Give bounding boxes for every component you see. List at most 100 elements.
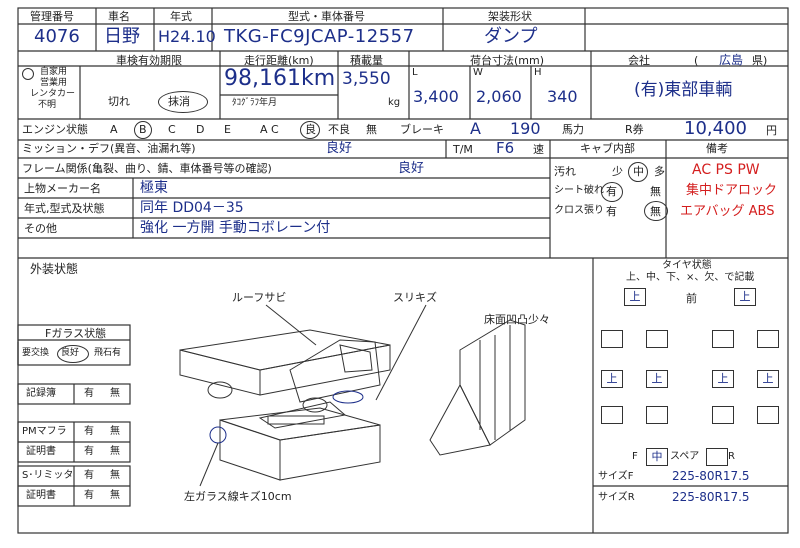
capacity-label: 積載量 xyxy=(350,54,383,67)
dim-width: 2,060 xyxy=(476,87,522,106)
fglass-good-circle xyxy=(57,345,89,363)
record-book-yes: 有 xyxy=(84,388,94,399)
engine-label: エンジン状態 xyxy=(22,123,88,136)
grade-d: D xyxy=(196,123,205,136)
frame-value: 良好 xyxy=(398,161,425,176)
annot-floor: 床面凹凸少々 xyxy=(484,313,550,326)
fglass-replace: 要交換 xyxy=(22,348,50,358)
spare-label: スペア xyxy=(670,451,700,462)
tire-fl: 上 xyxy=(624,288,646,306)
cab-cloth-yes: 有 xyxy=(606,205,617,218)
upper-other-label: その他 xyxy=(24,222,57,235)
dim-length: 3,400 xyxy=(413,87,459,106)
pm-cert-no: 無 xyxy=(110,446,120,457)
capacity-unit: kg xyxy=(388,97,401,108)
tire-fr: 上 xyxy=(734,288,756,306)
mission-label: ミッション・デフ(異音、油漏れ等) xyxy=(22,142,196,155)
tire-front-label: 前 xyxy=(686,292,697,305)
kanri-value: 4076 xyxy=(34,26,80,47)
dim-height: 340 xyxy=(547,87,578,106)
exterior-label: 外装状態 xyxy=(30,262,79,276)
cab-dirt-circle xyxy=(628,162,648,182)
pref-open: ( xyxy=(694,54,699,67)
annot-glass: 左ガラス線キズ10cm xyxy=(184,490,292,503)
tire-spare-f: 中 xyxy=(646,448,668,466)
body-label: 架装形状 xyxy=(488,10,532,23)
cab-seat-no: 無 xyxy=(650,185,661,198)
r-label: R券 xyxy=(625,123,644,136)
dim-letter-l: L xyxy=(412,67,418,78)
cab-cloth-circle xyxy=(644,201,668,221)
grade-b-circle xyxy=(134,121,152,139)
tire-fl2b xyxy=(646,330,668,348)
ac-bad: 不良 xyxy=(328,123,350,136)
spare-f-label: F xyxy=(632,451,638,462)
tire-rl-outer: 上 xyxy=(601,370,623,388)
s-cert-label: 証明書 xyxy=(26,490,56,501)
cab-label: キャブ内部 xyxy=(580,142,635,155)
tire-rr2-outer xyxy=(757,406,779,424)
shaken-kire: 切れ xyxy=(108,95,130,108)
mileage-value: 98,161km xyxy=(224,66,336,91)
grade-e: E xyxy=(224,123,231,136)
tire-spare-r xyxy=(706,448,728,466)
usage-unknown: 不明 xyxy=(38,100,57,110)
note-line-2: 集中ドアロック xyxy=(686,183,778,198)
tire-label: タイヤ状態 xyxy=(662,260,712,271)
pm-muffler-label: PMマフラ xyxy=(22,426,67,437)
usage-eigyo: 営業用 xyxy=(40,78,68,88)
hp-value: 190 xyxy=(510,119,541,138)
year-label: 年式 xyxy=(170,10,192,23)
usage-check-mark xyxy=(22,68,34,80)
size-r-value: 225-80R17.5 xyxy=(672,490,750,504)
pref-value: 広島 xyxy=(719,53,744,67)
fglass-chip: 飛石有 xyxy=(94,348,122,358)
tire-rl-inner: 上 xyxy=(646,370,668,388)
size-f-label: サイズF xyxy=(598,471,634,482)
kanri-label: 管理番号 xyxy=(30,10,74,23)
mileage-label: 走行距離(km) xyxy=(244,54,314,67)
ac-none: 無 xyxy=(366,123,377,136)
dim-letter-w: W xyxy=(473,67,483,78)
record-book-label: 記録簿 xyxy=(26,388,56,399)
frame-label: フレーム関係(亀裂、曲り、錆、車体番号等の確認) xyxy=(22,162,272,175)
cab-cloth-label: クロス張り xyxy=(554,205,604,216)
upper-maker-value: 極東 xyxy=(140,180,168,196)
s-limiter-yes: 有 xyxy=(84,470,94,481)
tm-value: F6 xyxy=(496,139,515,157)
dim-letter-h: H xyxy=(534,67,542,78)
tire-rl2-outer xyxy=(601,406,623,424)
upper-year-value: 同年 DD04－35 xyxy=(140,200,244,216)
tm-unit: 速 xyxy=(533,143,544,156)
cab-seat-label: シート破れ xyxy=(554,185,604,196)
pref-close: 県) xyxy=(752,54,768,67)
pm-cert-yes: 有 xyxy=(84,446,94,457)
capacity-value: 3,550 xyxy=(342,69,391,89)
company-value: (有)東部車輌 xyxy=(634,80,733,100)
s-cert-yes: 有 xyxy=(84,490,94,501)
upper-year-label: 年式,型式及状態 xyxy=(24,202,105,215)
maker-value: 日野 xyxy=(104,26,140,47)
r-unit: 円 xyxy=(766,124,777,137)
note-line-3: エアバッグ ABS xyxy=(680,204,775,219)
s-limiter-no: 無 xyxy=(110,470,120,481)
tire-rl2-inner xyxy=(646,406,668,424)
brake-label: ブレーキ xyxy=(400,123,444,136)
tire-legend: 上、中、下、×、欠、で記載 xyxy=(626,272,755,283)
pm-muffler-no: 無 xyxy=(110,426,120,437)
notes-label: 備考 xyxy=(706,142,728,155)
annot-scratch: スリキズ xyxy=(393,291,437,304)
cab-dirt-label: 汚れ xyxy=(554,165,576,178)
massho-circle xyxy=(158,91,208,113)
upper-other-value: 強化 一方開 手動コボレーン付 xyxy=(140,220,331,236)
record-book-no: 無 xyxy=(110,388,120,399)
tire-fr2 xyxy=(757,330,779,348)
pm-muffler-yes: 有 xyxy=(84,426,94,437)
company-label: 会社 xyxy=(628,54,650,67)
r-value: 10,400 xyxy=(684,118,747,139)
shaken-label: 車検有効期限 xyxy=(116,54,182,67)
ac-label: A C xyxy=(260,123,279,136)
tire-fr2b xyxy=(712,330,734,348)
